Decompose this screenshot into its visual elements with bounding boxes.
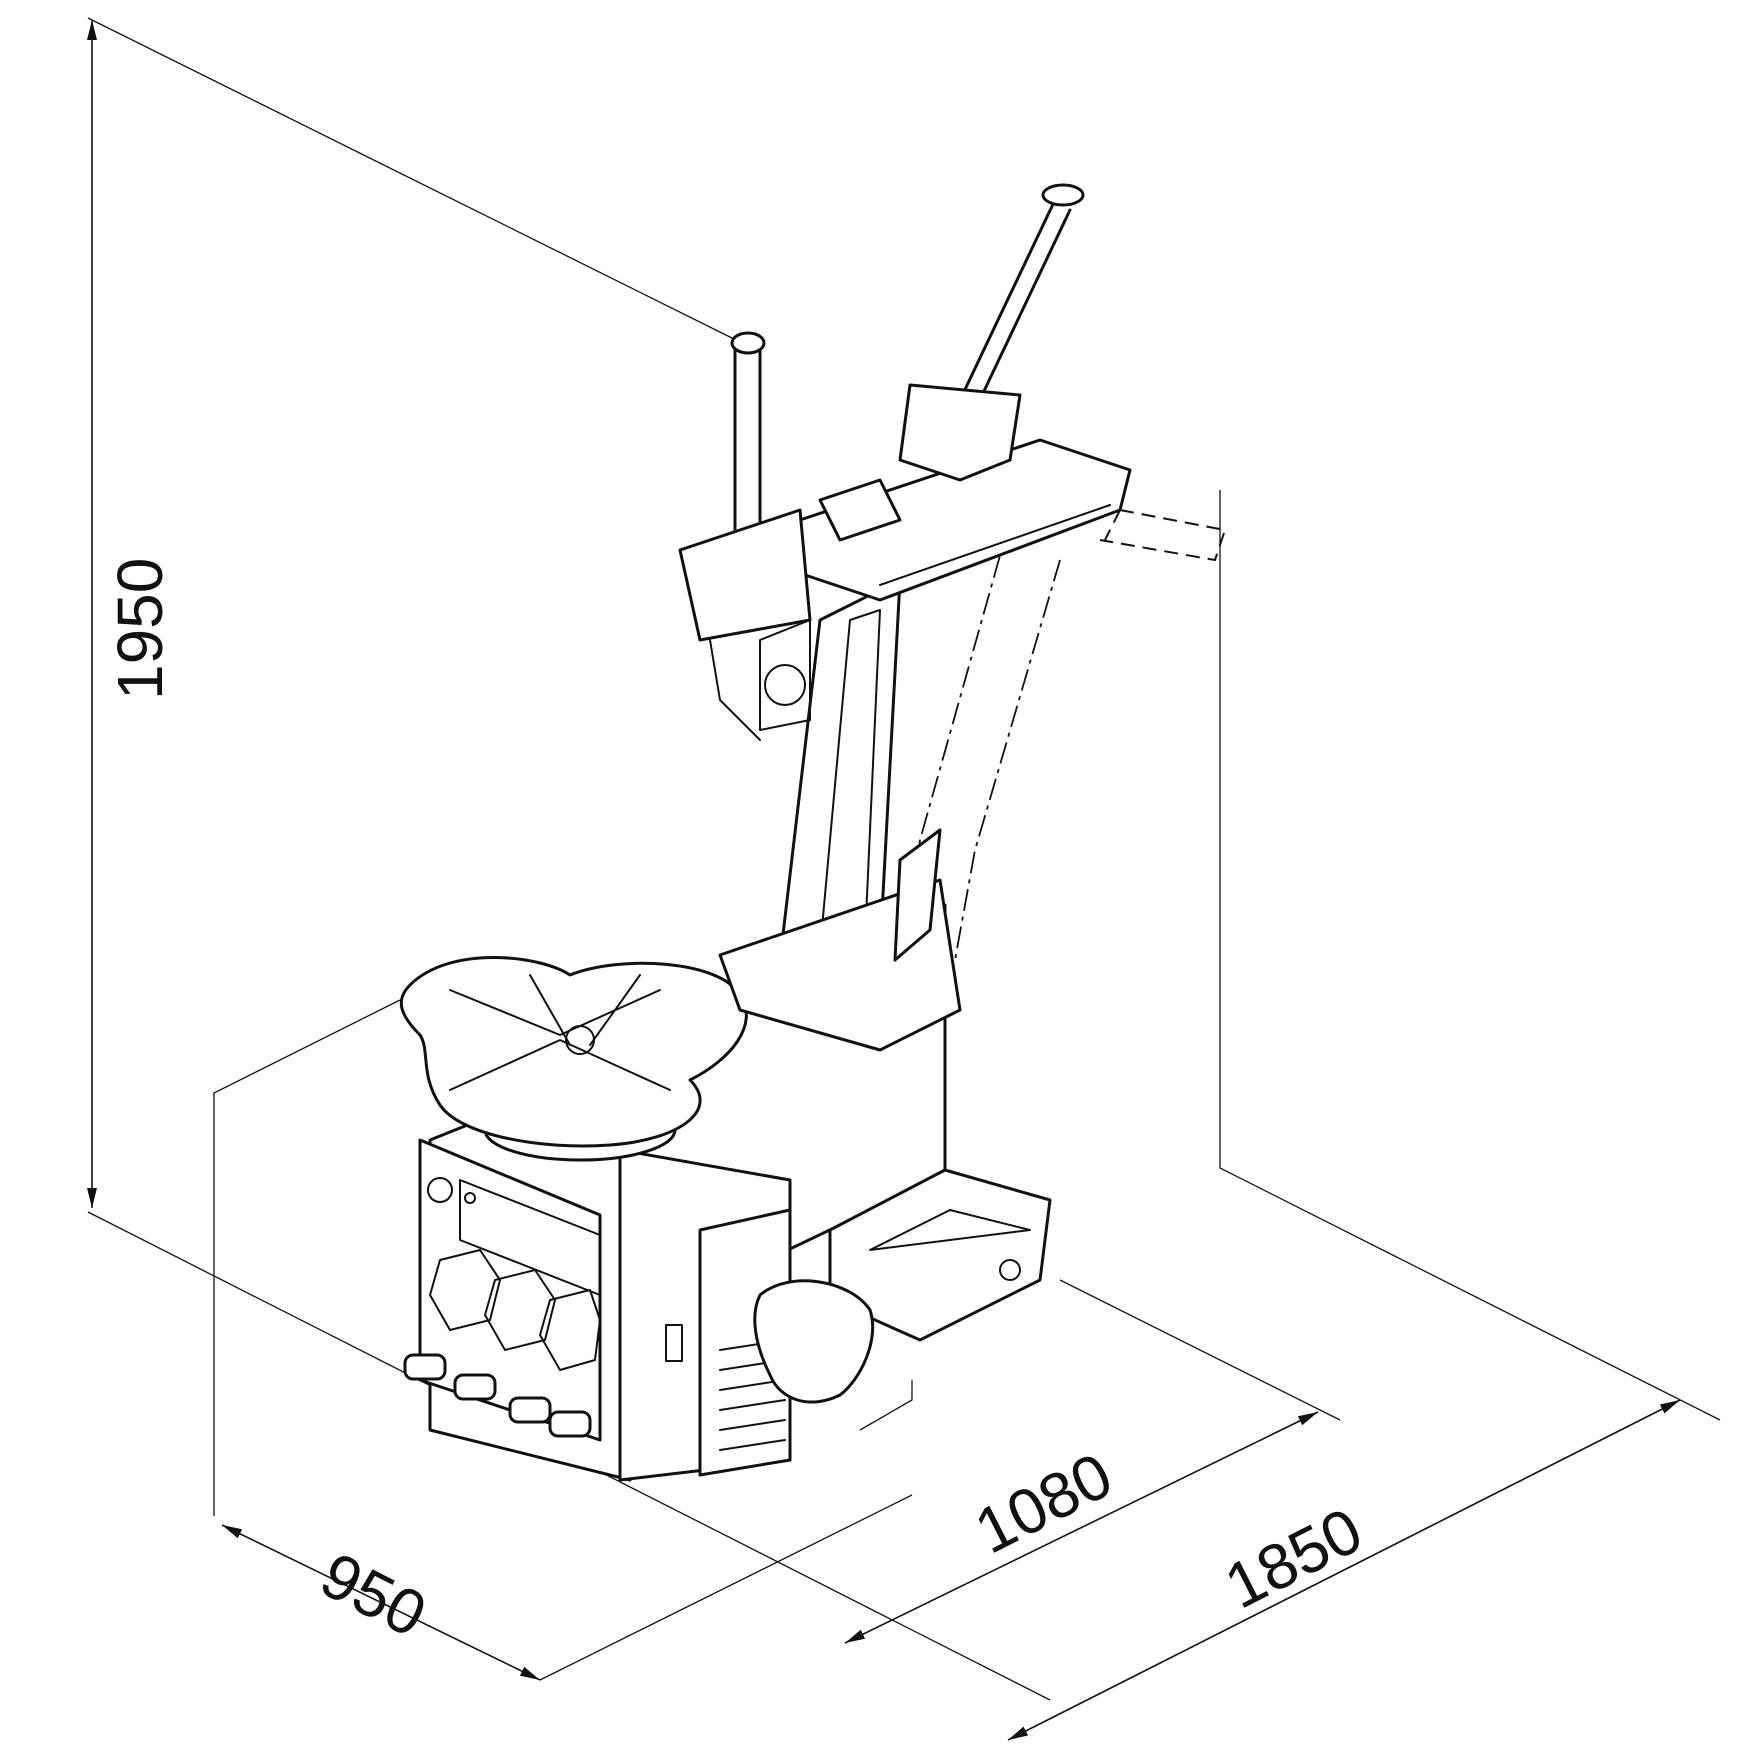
bead-breaker-pad	[753, 1279, 875, 1404]
turntable	[399, 956, 748, 1162]
vertical-spindle-left	[678, 331, 812, 741]
vertical-spindle-right	[898, 183, 1085, 482]
tilted-column-ghost	[899, 509, 1227, 961]
front-panel	[418, 1138, 602, 1442]
dimension-lines	[87, 17, 1721, 1741]
width-dimension-line	[221, 1524, 541, 1681]
max-depth-extension-right	[1219, 490, 1721, 1421]
height-label: 1950	[104, 558, 176, 700]
width-extension-left	[213, 999, 401, 1516]
width-extension-right	[859, 1380, 913, 1431]
column	[718, 578, 962, 1052]
foot-pedals	[403, 1353, 592, 1438]
depth-label: 1080	[964, 1439, 1124, 1568]
tyre-changer-illustration	[399, 183, 1227, 1482]
max-depth-dimension-line	[1007, 1399, 1681, 1741]
max-depth-label: 1850	[1214, 1494, 1374, 1623]
width-label: 950	[310, 1538, 438, 1651]
width-extension-foot	[539, 1494, 913, 1681]
horizontal-arm	[788, 438, 1132, 602]
depth-extension-right	[1059, 1279, 1341, 1421]
height-extension-top	[87, 17, 741, 343]
